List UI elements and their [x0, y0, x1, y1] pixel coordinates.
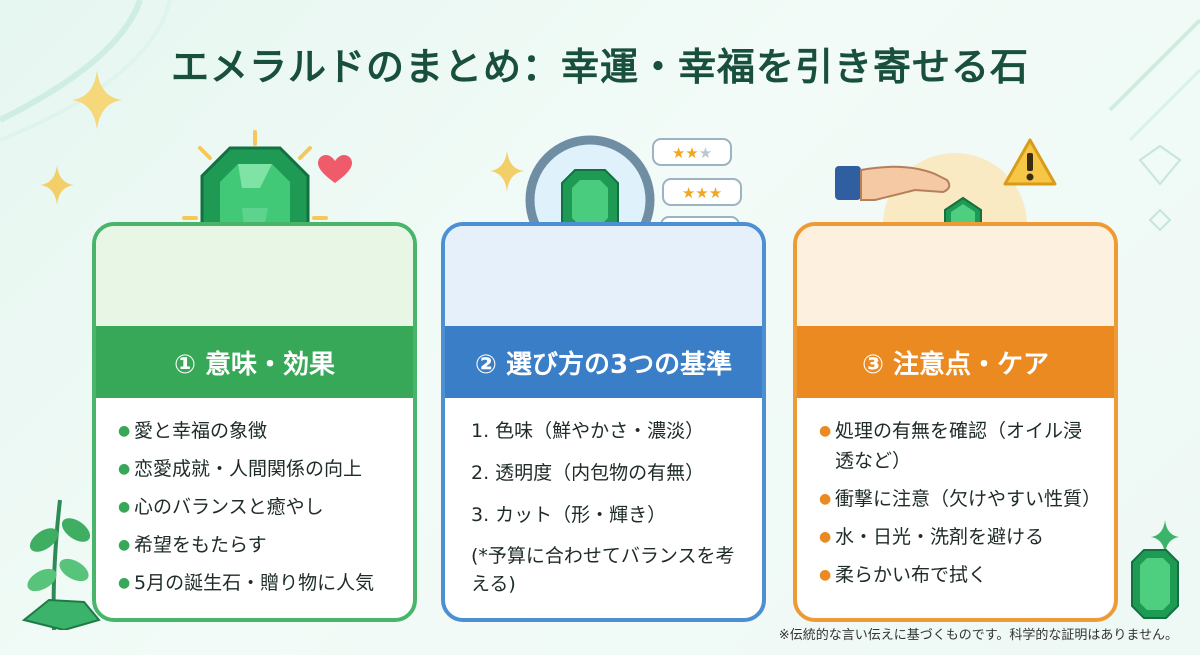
- list-item: ●愛と幸福の象徴: [118, 416, 395, 446]
- list-item: 1. 色味（鮮やかさ・濃淡）: [471, 420, 705, 442]
- bullet-icon: ●: [118, 575, 131, 591]
- card-header: ② 選び方の3つの基準: [445, 326, 762, 398]
- warning-icon: [1003, 138, 1057, 186]
- bullet-icon: ●: [118, 423, 131, 439]
- card-illustration-area: [445, 226, 762, 326]
- card-header: ① 意味・効果: [96, 326, 413, 398]
- card-body: 1. 色味（鮮やかさ・濃淡） 2. 透明度（内包物の有無） 3. カット（形・輝…: [445, 398, 762, 598]
- card-selection-criteria: ② 選び方の3つの基準 1. 色味（鮮やかさ・濃淡） 2. 透明度（内包物の有無…: [441, 222, 766, 622]
- card-cautions-care: ③ 注意点・ケア ●処理の有無を確認（オイル浸透など） ●衝撃に注意（欠けやすい…: [793, 222, 1118, 622]
- list-item: ●5月の誕生石・贈り物に人気: [118, 568, 395, 598]
- list-item: ●恋愛成就・人間関係の向上: [118, 454, 395, 484]
- list-item: ●心のバランスと癒やし: [118, 492, 395, 522]
- bullet-icon: ●: [819, 567, 832, 583]
- card-illustration-area: [797, 226, 1114, 326]
- sparkle-icon: [72, 70, 122, 130]
- sparkle-icon: [40, 165, 74, 205]
- bullet-icon: ●: [819, 529, 832, 545]
- sparkle-icon: [1150, 520, 1180, 554]
- budget-note: (*予算に合わせてバランスを考える): [471, 545, 735, 595]
- star-rating-icon: ★★★: [662, 178, 742, 206]
- bullet-icon: ●: [118, 537, 131, 553]
- list-item: ●希望をもたらす: [118, 530, 395, 560]
- list-item: ●処理の有無を確認（オイル浸透など）: [819, 416, 1100, 476]
- list-item: 2. 透明度（内包物の有無）: [471, 462, 705, 484]
- sparkle-icon: [490, 150, 524, 192]
- bullet-icon: ●: [118, 499, 131, 515]
- list-item: ●柔らかい布で拭く: [819, 560, 1100, 590]
- svg-text:★★★: ★★★: [682, 184, 722, 202]
- footnote: ※伝統的な言い伝えに基づくものです。科学的な証明はありません。: [778, 628, 1178, 643]
- svg-text:★★★: ★★★: [672, 144, 712, 162]
- card-body: ●処理の有無を確認（オイル浸透など） ●衝撃に注意（欠けやすい性質） ●水・日光…: [797, 398, 1114, 590]
- list-item: ●水・日光・洗剤を避ける: [819, 522, 1100, 552]
- emerald-gem-icon: [1131, 549, 1179, 619]
- bullet-icon: ●: [118, 461, 131, 477]
- card-illustration-area: [96, 226, 413, 326]
- star-rating-icon: ★★★: [652, 138, 732, 166]
- card-header: ③ 注意点・ケア: [797, 326, 1114, 398]
- leaf-icon: [21, 499, 101, 630]
- list-item: 3. カット（形・輝き）: [471, 504, 667, 526]
- bullet-icon: ●: [819, 423, 832, 439]
- bullet-icon: ●: [819, 491, 832, 507]
- list-item: ●衝撃に注意（欠けやすい性質）: [819, 484, 1101, 514]
- heart-icon: [318, 155, 352, 183]
- page-title: エメラルドのまとめ：幸運・幸福を引き寄せる石: [170, 45, 1029, 89]
- card-body: ●愛と幸福の象徴 ●恋愛成就・人間関係の向上 ●心のバランスと癒やし ●希望をも…: [96, 398, 413, 598]
- card-meaning-effects: ① 意味・効果 ●愛と幸福の象徴 ●恋愛成就・人間関係の向上 ●心のバランスと癒…: [92, 222, 417, 622]
